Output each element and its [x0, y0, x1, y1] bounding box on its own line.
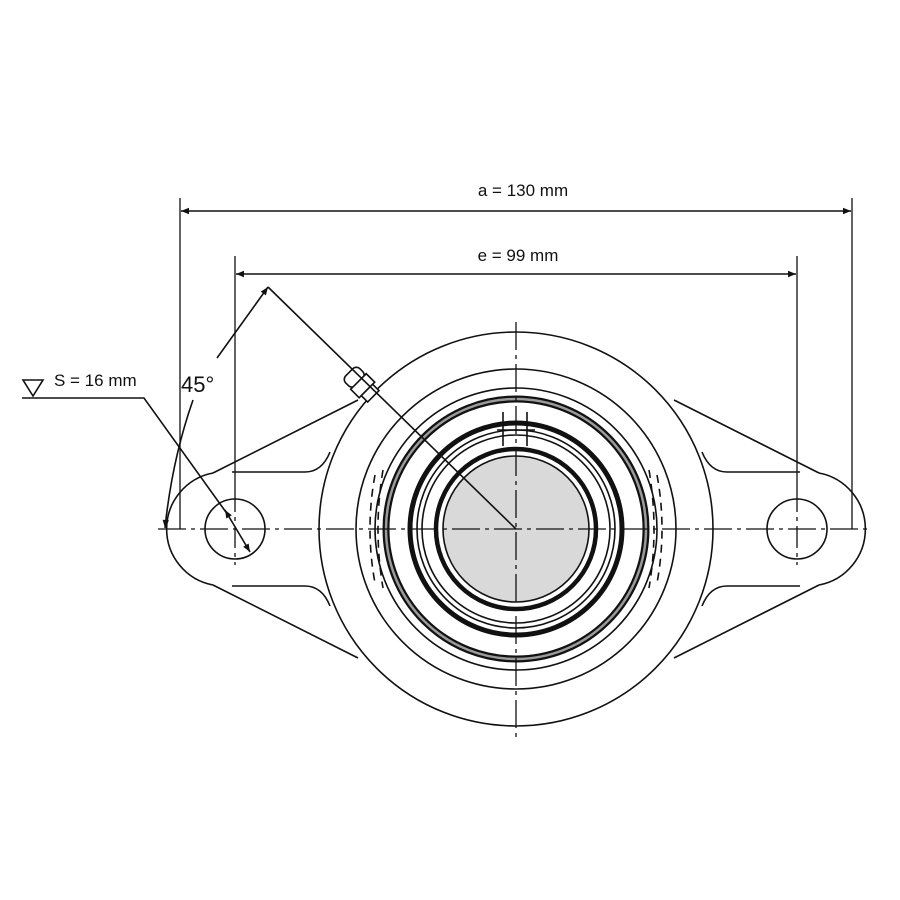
dimension-s-label: S = 16 mm	[54, 371, 137, 390]
surface-symbol-icon	[21, 379, 45, 398]
dimension-a-label: a = 130 mm	[478, 181, 568, 200]
extension-lines	[179, 198, 853, 529]
angle-label: 45°	[181, 372, 214, 397]
angle-arrow-lower	[162, 399, 194, 529]
wall-thickness-leader	[22, 397, 229, 516]
flange-inner-edge	[232, 451, 800, 607]
angle-arrow-upper	[216, 286, 269, 359]
grease-nipple	[343, 366, 381, 404]
wall-thickness-arrow	[224, 509, 251, 553]
nipple-leader-line	[267, 286, 517, 530]
flange-outline	[165, 399, 867, 659]
dimension-e-label: e = 99 mm	[478, 246, 559, 265]
